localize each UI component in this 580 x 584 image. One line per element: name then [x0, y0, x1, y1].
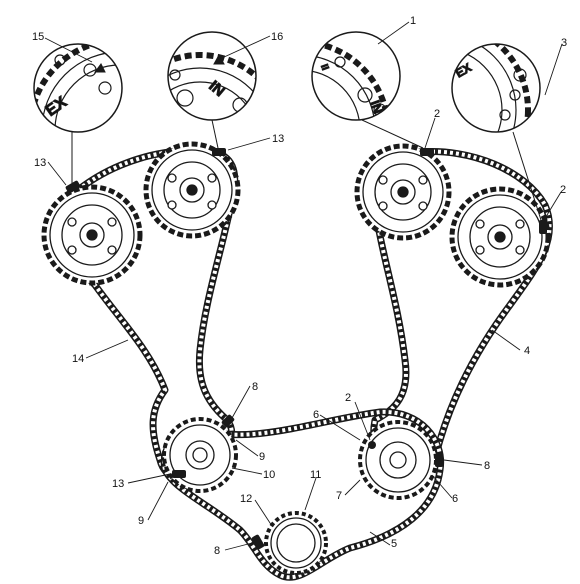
callout-2-upper: 2 [434, 108, 440, 120]
callout-14: 14 [72, 353, 84, 365]
callout-8-bottom: 8 [214, 545, 220, 557]
callout-8-right: 8 [484, 460, 490, 472]
link-mark-8-bottom [251, 534, 265, 550]
sprockets [41, 141, 551, 575]
sprocket-right-exhaust [449, 186, 551, 288]
callout-10: 10 [263, 469, 275, 481]
callout-4: 4 [524, 345, 530, 357]
detail-view-right-intake: IN II [311, 31, 401, 121]
sprocket-left-intake [143, 141, 241, 239]
callout-11: 11 [310, 469, 321, 481]
callout-13-lower: 13 [112, 478, 124, 490]
sprocket-right-intake [354, 143, 452, 241]
callout-7: 7 [336, 490, 342, 502]
link-mark-2-right [539, 220, 547, 234]
callout-2-right: 2 [560, 184, 566, 196]
detail-label-in-center-right: IN [367, 98, 386, 115]
detail-view-left-intake: IN [167, 31, 257, 121]
callout-3: 3 [561, 37, 567, 49]
callout-9-left: 9 [138, 515, 144, 527]
chain-14-left-bank-inner [57, 148, 237, 481]
callout-13-upper: 13 [272, 133, 284, 145]
callout-8-left: 8 [252, 381, 258, 393]
callout-6-left: 6 [313, 409, 319, 421]
callout-9-right: 9 [259, 451, 265, 463]
callout-2-lower: 2 [345, 392, 351, 404]
sprocket-crankshaft [264, 511, 328, 575]
link-mark-13-upper-left [65, 180, 81, 194]
colored-link-marks [65, 148, 547, 550]
callout-5: 5 [391, 538, 397, 550]
callout-labels: 1 2 2 2 3 4 5 6 6 7 8 8 8 [32, 15, 567, 557]
detail-leader-lines [71, 119, 542, 221]
link-mark-13-upper [212, 148, 226, 156]
link-mark-8-left [221, 414, 235, 428]
detail-mark-ii: II [318, 63, 330, 72]
callout-12: 12 [240, 493, 252, 505]
detail-views: EX IN [33, 31, 541, 133]
link-mark-13-lower [172, 470, 186, 478]
callout-6-right: 6 [452, 493, 458, 505]
timing-mark-2-center [368, 441, 376, 449]
callout-1: 1 [410, 15, 416, 27]
callout-15: 15 [32, 31, 44, 43]
link-mark-8-right [435, 453, 443, 467]
callout-16: 16 [271, 31, 283, 43]
sprocket-right-idler [358, 420, 438, 500]
callout-13-upper-left: 13 [34, 157, 46, 169]
detail-view-right-exhaust: EX [451, 43, 541, 133]
sprocket-left-exhaust [41, 184, 143, 286]
chain-4-right-bank-inner [371, 149, 552, 482]
chain-5-primary-inner [162, 409, 443, 580]
timing-arrow-icon [213, 53, 225, 65]
link-mark-2-upper [420, 148, 434, 156]
sprocket-left-idler [162, 417, 238, 493]
timing-arrow-icon [94, 63, 106, 73]
